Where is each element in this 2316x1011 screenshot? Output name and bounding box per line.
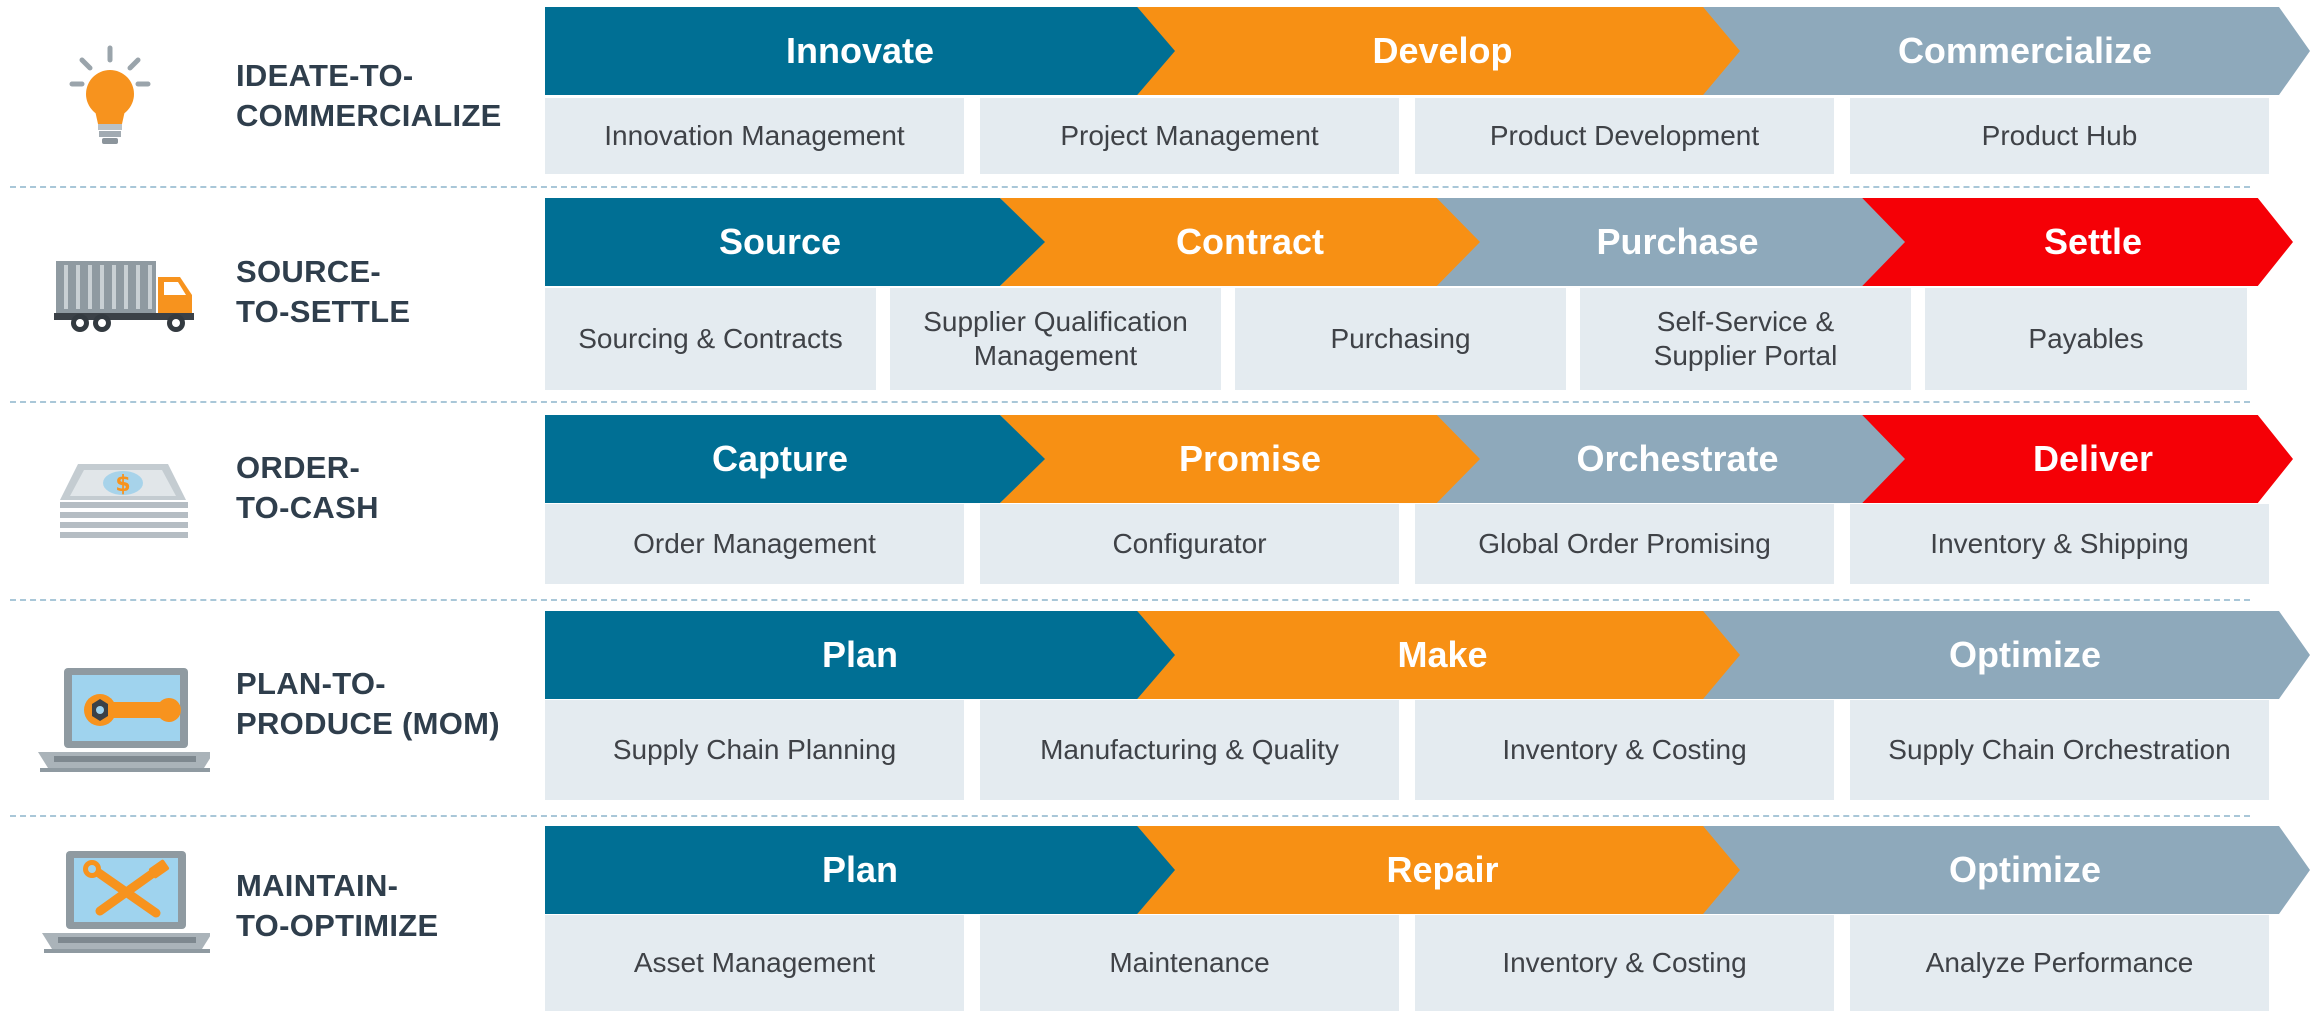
- stage-label: Plan: [821, 634, 899, 675]
- row-divider: [10, 815, 2250, 817]
- capability-list: Innovation Management Project Management…: [545, 98, 2269, 174]
- capability-box: Inventory & Costing: [1415, 915, 1834, 1011]
- stage-label: Plan: [821, 849, 899, 890]
- capability-box: Product Hub: [1850, 98, 2269, 174]
- stage-label: Develop: [1372, 30, 1513, 71]
- row-divider: [10, 186, 2250, 188]
- stage-promise: Promise: [1000, 415, 1480, 503]
- stage-bar: Deliver Orchestrate Promise Capture: [545, 415, 2315, 503]
- capability-box: Supply Chain Planning: [545, 700, 964, 800]
- capability-box: Asset Management: [545, 915, 964, 1011]
- capability-box: Payables: [1925, 288, 2247, 390]
- stage-label: Source: [718, 221, 842, 262]
- row-title: MAINTAIN- TO-OPTIMIZE: [236, 866, 439, 946]
- laptop-tools-icon: [30, 847, 210, 957]
- stage-settle: Settle: [1853, 198, 2293, 286]
- capability-box: Manufacturing & Quality: [980, 700, 1399, 800]
- laptop-wrench-icon: [30, 662, 210, 777]
- capability-box: Order Management: [545, 504, 964, 584]
- row-divider: [10, 599, 2250, 601]
- stage-label: Optimize: [1948, 849, 2101, 890]
- stage-label: Promise: [1178, 438, 1322, 479]
- stage-label: Make: [1397, 634, 1488, 675]
- capability-box: Global Order Promising: [1415, 504, 1834, 584]
- stage-bar: Optimize Make Plan: [545, 611, 2315, 699]
- row-title-line: TO-OPTIMIZE: [236, 908, 439, 943]
- stage-label: Innovate: [785, 30, 935, 71]
- row-title-line: SOURCE-: [236, 254, 382, 289]
- capability-box: Inventory & Costing: [1415, 700, 1834, 800]
- stage-label: Settle: [2043, 221, 2143, 262]
- lightbulb-icon: [30, 40, 210, 150]
- stage-label: Deliver: [2032, 438, 2154, 479]
- row-title-line: TO-SETTLE: [236, 294, 411, 329]
- stage-bar: Optimize Repair Plan: [545, 826, 2315, 914]
- capability-box: Purchasing: [1235, 288, 1566, 390]
- stage-optimize: Optimize: [1690, 611, 2310, 699]
- capability-list: Asset Management Maintenance Inventory &…: [545, 915, 2269, 1011]
- row-title: PLAN-TO- PRODUCE (MOM): [236, 664, 500, 744]
- stage-make: Make: [1125, 611, 1740, 699]
- capability-box: Supply Chain Orchestration: [1850, 700, 2269, 800]
- stage-plan: Plan: [545, 611, 1175, 699]
- row-title: ORDER- TO-CASH: [236, 448, 379, 528]
- row-title-line: PLAN-TO-: [236, 666, 386, 701]
- row-title: IDEATE-TO- COMMERCIALIZE: [236, 56, 502, 136]
- capability-list: Order Management Configurator Global Ord…: [545, 504, 2269, 584]
- stage-label: Orchestrate: [1576, 438, 1779, 479]
- svg-text:$: $: [115, 472, 130, 497]
- stage-bar: Settle Purchase Contract Source: [545, 198, 2315, 286]
- row-title-line: PRODUCE (MOM): [236, 706, 500, 741]
- capability-box: Inventory & Shipping: [1850, 504, 2269, 584]
- stage-orchestrate: Orchestrate: [1430, 415, 1905, 503]
- capability-box: Innovation Management: [545, 98, 964, 174]
- row-divider: [10, 401, 2250, 403]
- cash-stack-icon: $: [30, 458, 210, 548]
- capability-list: Supply Chain Planning Manufacturing & Qu…: [545, 700, 2269, 800]
- stage-repair: Repair: [1125, 826, 1740, 914]
- capability-box: Self-Service & Supplier Portal: [1580, 288, 1911, 390]
- stage-innovate: Innovate: [545, 7, 1175, 95]
- capability-box: Product Development: [1415, 98, 1834, 174]
- stage-contract: Contract: [1000, 198, 1480, 286]
- stage-label: Purchase: [1596, 221, 1759, 262]
- stage-label: Capture: [711, 438, 849, 479]
- stage-source: Source: [545, 198, 1045, 286]
- row-title-line: MAINTAIN-: [236, 868, 399, 903]
- capability-box: Maintenance: [980, 915, 1399, 1011]
- stage-optimize: Optimize: [1690, 826, 2310, 914]
- row-title-line: IDEATE-TO-: [236, 58, 414, 93]
- row-title-line: ORDER-: [236, 450, 361, 485]
- stage-commercialize: Commercialize: [1690, 7, 2310, 95]
- capability-box: Project Management: [980, 98, 1399, 174]
- capability-box: Configurator: [980, 504, 1399, 584]
- stage-develop: Develop: [1125, 7, 1740, 95]
- truck-icon: [30, 255, 210, 335]
- row-title: SOURCE- TO-SETTLE: [236, 252, 410, 332]
- capability-box: Supplier Qualification Management: [890, 288, 1221, 390]
- stage-capture: Capture: [545, 415, 1045, 503]
- stage-label: Optimize: [1948, 634, 2101, 675]
- row-title-line: TO-CASH: [236, 490, 379, 525]
- capability-list: Sourcing & Contracts Supplier Qualificat…: [545, 288, 2257, 390]
- row-title-line: COMMERCIALIZE: [236, 98, 502, 133]
- stage-label: Commercialize: [1897, 30, 2153, 71]
- stage-label: Contract: [1175, 221, 1324, 262]
- capability-box: Sourcing & Contracts: [545, 288, 876, 390]
- capability-box: Analyze Performance: [1850, 915, 2269, 1011]
- stage-plan: Plan: [545, 826, 1175, 914]
- stage-bar: Commercialize Develop Innovate: [545, 7, 2315, 95]
- stage-purchase: Purchase: [1430, 198, 1905, 286]
- stage-deliver: Deliver: [1853, 415, 2293, 503]
- stage-label: Repair: [1386, 849, 1499, 890]
